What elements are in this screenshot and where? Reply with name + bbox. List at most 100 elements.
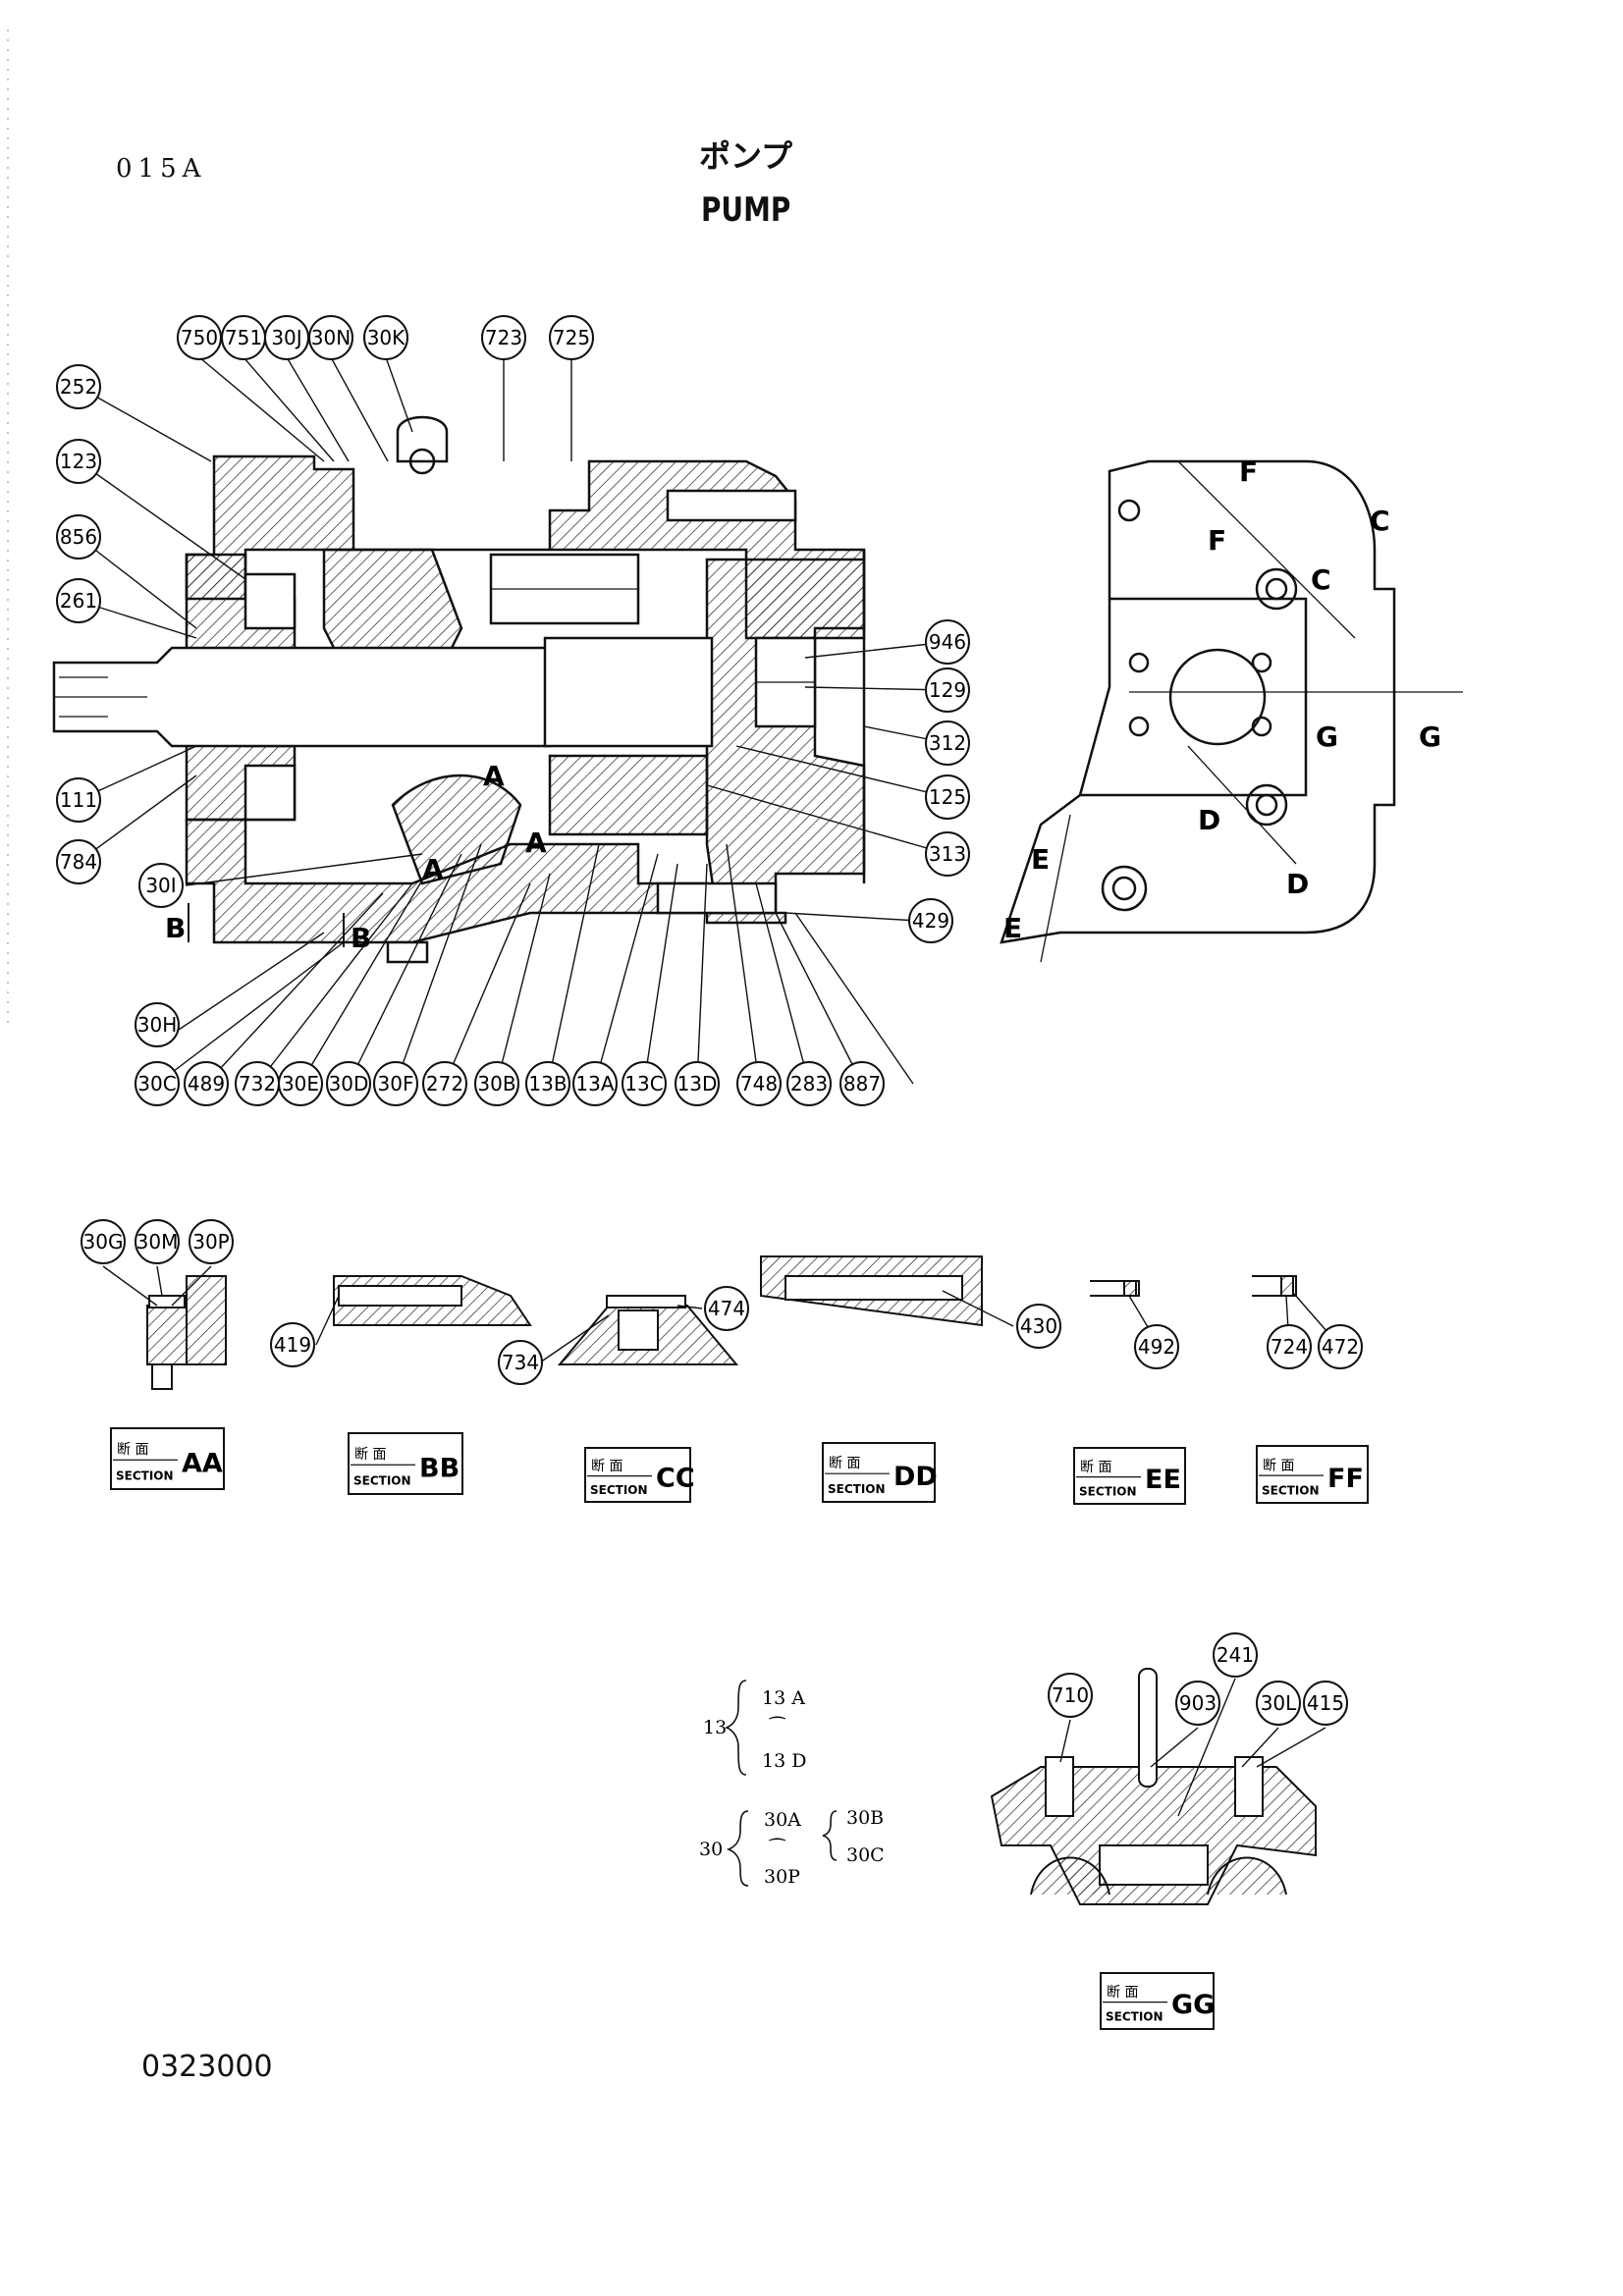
section-sketches bbox=[146, 1255, 1317, 1905]
legend-30-label: 30 bbox=[699, 1839, 723, 1860]
part-tag-111: 111 bbox=[56, 777, 101, 823]
cut-mark-a: A bbox=[483, 760, 505, 792]
tag-circle bbox=[135, 1002, 180, 1047]
tag-label: 489 bbox=[188, 1072, 225, 1095]
tag-label: 856 bbox=[60, 525, 97, 549]
tag-circle bbox=[1256, 1681, 1301, 1726]
part-tag-734: 734 bbox=[498, 1340, 543, 1385]
tag-label: 734 bbox=[502, 1351, 539, 1374]
part-tag-313: 313 bbox=[925, 831, 970, 877]
legend-30-first: 30A bbox=[764, 1809, 801, 1831]
part-tag-30f: 30F bbox=[373, 1061, 418, 1106]
cut-mark-c: C bbox=[1370, 505, 1390, 537]
tag-label: 30P bbox=[192, 1230, 230, 1254]
part-tag-129: 129 bbox=[925, 667, 970, 713]
tag-label: 30E bbox=[282, 1072, 319, 1095]
side-view bbox=[1000, 459, 1463, 963]
tag-label: 723 bbox=[485, 326, 522, 349]
legend-group-30 bbox=[726, 1810, 838, 1887]
tag-label: 30D bbox=[329, 1072, 369, 1095]
cut-mark-g: G bbox=[1316, 721, 1338, 753]
tag-label: 30H bbox=[137, 1013, 178, 1037]
cut-mark-e: E bbox=[1003, 912, 1022, 944]
tag-label: 30G bbox=[83, 1230, 124, 1254]
section-kanji: 断 面 bbox=[1107, 1985, 1138, 2001]
tag-label: 946 bbox=[929, 630, 966, 654]
tag-label: 725 bbox=[553, 326, 590, 349]
section-box-frame bbox=[1100, 1972, 1215, 2030]
tag-circle bbox=[422, 1061, 467, 1106]
tag-circle bbox=[56, 578, 101, 623]
main-section-view bbox=[52, 415, 866, 964]
footer-number: 0323000 bbox=[141, 2050, 273, 2084]
tag-label: 30F bbox=[378, 1072, 414, 1095]
part-tag-30l: 30L bbox=[1256, 1681, 1301, 1726]
section-box-frame bbox=[110, 1427, 225, 1490]
tag-label: 30L bbox=[1261, 1691, 1297, 1715]
part-tag-272: 272 bbox=[422, 1061, 467, 1106]
tag-circle bbox=[675, 1061, 720, 1106]
section-box-frame bbox=[1256, 1445, 1369, 1504]
section-box-frame bbox=[348, 1432, 463, 1495]
section-id: DD bbox=[893, 1462, 938, 1492]
part-tag-252: 252 bbox=[56, 364, 101, 409]
part-tag-419: 419 bbox=[270, 1322, 315, 1367]
tag-circle bbox=[925, 619, 970, 665]
tag-label: 30N bbox=[311, 326, 351, 349]
part-tag-710: 710 bbox=[1048, 1673, 1093, 1718]
tag-label: 30M bbox=[136, 1230, 179, 1254]
tag-circle bbox=[925, 721, 970, 766]
section-box-frame bbox=[1073, 1447, 1186, 1505]
tag-label: 429 bbox=[912, 909, 949, 933]
tag-label: 111 bbox=[60, 788, 97, 812]
part-tag-725: 725 bbox=[549, 315, 594, 360]
title-english: PUMP bbox=[701, 190, 791, 230]
tag-label: 30B bbox=[477, 1072, 515, 1095]
tag-label: 750 bbox=[181, 326, 218, 349]
legend-13-last: 13 D bbox=[762, 1750, 806, 1772]
part-tag-30b: 30B bbox=[474, 1061, 519, 1106]
tag-label: 30J bbox=[271, 326, 301, 349]
tag-label: 283 bbox=[790, 1072, 828, 1095]
tag-label: 415 bbox=[1307, 1691, 1344, 1715]
part-tag-13d: 13D bbox=[675, 1061, 720, 1106]
section-kanji: 断 面 bbox=[1080, 1460, 1111, 1475]
tag-label: 724 bbox=[1271, 1335, 1308, 1359]
tag-circle bbox=[704, 1286, 749, 1331]
section-id: FF bbox=[1327, 1464, 1364, 1494]
tag-label: 732 bbox=[239, 1072, 276, 1095]
tag-label: 272 bbox=[426, 1072, 463, 1095]
part-tag-241: 241 bbox=[1213, 1632, 1258, 1678]
part-tag-13b: 13B bbox=[525, 1061, 570, 1106]
part-tag-472: 472 bbox=[1318, 1324, 1363, 1369]
part-tag-784: 784 bbox=[56, 839, 101, 884]
tag-circle bbox=[56, 777, 101, 823]
tag-label: 13B bbox=[528, 1072, 567, 1095]
tag-circle bbox=[925, 774, 970, 820]
section-box-frame bbox=[822, 1442, 936, 1503]
part-tag-492: 492 bbox=[1134, 1324, 1179, 1369]
section-word: SECTION bbox=[116, 1469, 174, 1483]
cut-mark-d: D bbox=[1198, 804, 1220, 836]
tag-circle bbox=[525, 1061, 570, 1106]
part-tag-30i: 30I bbox=[138, 863, 184, 908]
part-tag-30k: 30K bbox=[363, 315, 408, 360]
tag-label: 472 bbox=[1322, 1335, 1359, 1359]
tag-circle bbox=[56, 364, 101, 409]
tag-circle bbox=[189, 1219, 234, 1264]
tag-circle bbox=[1267, 1324, 1312, 1369]
tag-circle bbox=[373, 1061, 418, 1106]
section-leader-lines bbox=[102, 1265, 1341, 1817]
legend-13-first: 13 A bbox=[762, 1687, 805, 1709]
section-id: EE bbox=[1145, 1465, 1181, 1495]
tag-label: 30K bbox=[367, 326, 406, 349]
